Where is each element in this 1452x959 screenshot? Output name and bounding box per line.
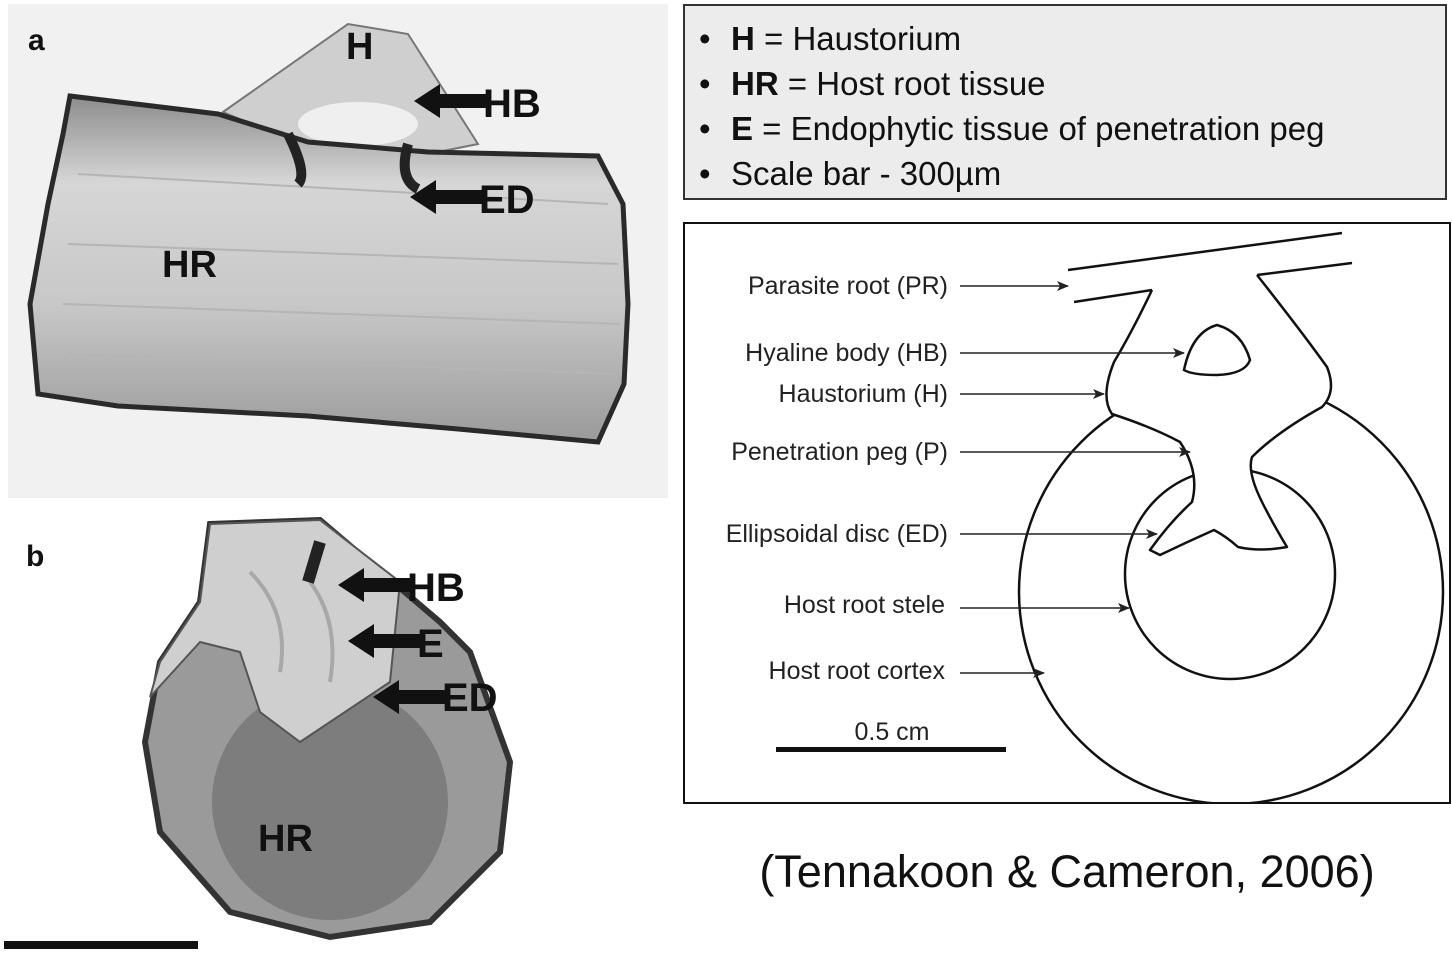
label-hr-a: HR <box>162 244 217 286</box>
label-ed-a: ED <box>479 178 535 222</box>
label-e-b: E <box>417 622 444 666</box>
label-h: H <box>346 26 374 68</box>
parasite-root-line <box>1067 231 1343 272</box>
parasite-root-line <box>1073 288 1153 304</box>
label-ellipsoidal-disc: Ellipsoidal disc (ED) <box>726 520 948 548</box>
label-parasite-root: Parasite root (PR) <box>748 272 948 300</box>
legend-item: •HR = Host root tissue <box>699 65 1046 102</box>
host-root-slab <box>27 93 631 445</box>
citation: (Tennakoon & Cameron, 2006) <box>759 846 1375 897</box>
schematic-svg: Parasite root (PR) Hyaline body (HB) Hau… <box>726 231 1445 806</box>
legend-item: •Scale bar - 300µm <box>699 155 1002 192</box>
arrow-hb-b <box>338 568 410 602</box>
scale-bar-photo <box>4 941 198 949</box>
legend-item: •E = Endophytic tissue of penetration pe… <box>699 110 1325 147</box>
arrow-e-b <box>348 624 420 658</box>
panel-b-letter: b <box>26 540 45 573</box>
label-hb-b: HB <box>407 566 465 610</box>
legend-item: •H = Haustorium <box>699 20 962 57</box>
arrow-hb-a <box>414 84 486 118</box>
label-haustorium: Haustorium (H) <box>779 380 948 408</box>
cross-section-stele <box>212 684 448 920</box>
label-host-root-cortex: Host root cortex <box>769 657 946 685</box>
arrow-ed-b <box>373 680 445 714</box>
label-hb-a: HB <box>483 82 541 126</box>
scale-bar-diagram <box>776 747 1006 752</box>
hyaline-body-outline <box>1182 323 1252 377</box>
legend-list: •H = Haustorium •HR = Host root tissue •… <box>685 6 1445 196</box>
scale-bar-label: 0.5 cm <box>854 718 929 746</box>
haustorium-outline <box>1105 274 1333 557</box>
photo-panel-b <box>141 516 514 941</box>
schematic-diagram: Parasite root (PR) Hyaline body (HB) Hau… <box>683 222 1451 806</box>
label-hr-b: HR <box>258 818 313 860</box>
cross-section-haustorium <box>149 518 402 744</box>
arrow-ed-a <box>410 180 482 214</box>
photo-panel-a <box>8 4 668 498</box>
label-penetration-peg: Penetration peg (P) <box>731 438 948 466</box>
label-hyaline-body: Hyaline body (HB) <box>745 339 948 367</box>
panel-a-letter: a <box>28 24 45 57</box>
parasite-root-line <box>1256 261 1353 277</box>
label-host-root-stele: Host root stele <box>784 591 945 619</box>
label-ed-b: ED <box>442 676 498 720</box>
legend-box: •H = Haustorium •HR = Host root tissue •… <box>683 4 1447 200</box>
hyaline-body-shape <box>298 102 418 146</box>
